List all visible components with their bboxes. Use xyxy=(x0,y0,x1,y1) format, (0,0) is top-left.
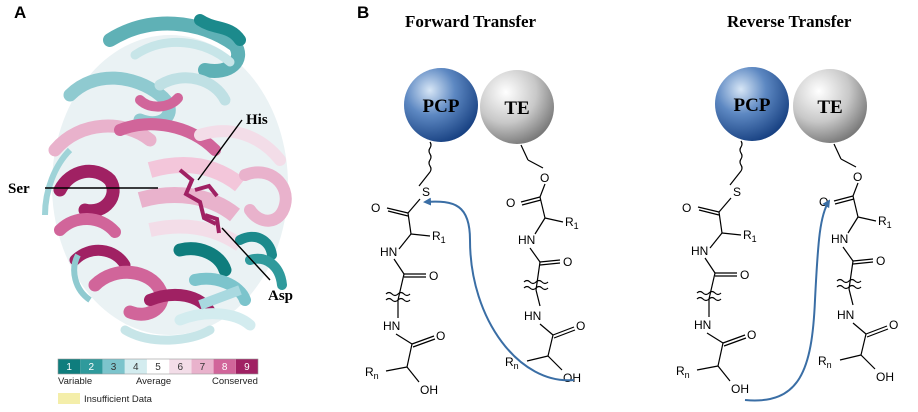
svg-text:R1: R1 xyxy=(743,228,757,244)
svg-text:O: O xyxy=(747,328,756,342)
te-domain-forward xyxy=(480,70,554,144)
legend-bin-number: 5 xyxy=(155,362,161,373)
svg-text:O: O xyxy=(889,318,898,332)
legend-bin-number: 7 xyxy=(200,362,206,373)
svg-text:Rn: Rn xyxy=(676,364,690,380)
svg-text:O: O xyxy=(540,171,549,185)
svg-text:O: O xyxy=(436,329,445,343)
legend-swatch xyxy=(146,359,170,374)
legend-swatch xyxy=(235,359,258,374)
te-label-forward: TE xyxy=(504,98,529,119)
legend-swatch xyxy=(191,359,214,374)
legend-bin-number: 6 xyxy=(177,362,183,373)
svg-text:HN: HN xyxy=(518,233,535,247)
insufficient-data-swatch xyxy=(58,393,80,404)
svg-text:Rn: Rn xyxy=(365,365,379,381)
pcp-label-forward: PCP xyxy=(423,96,460,117)
legend-swatch xyxy=(102,359,125,374)
svg-text:HN: HN xyxy=(380,245,397,259)
legend-insufficient: Insufficient Data xyxy=(84,394,153,405)
legend-swatch xyxy=(58,359,81,374)
legend-swatch xyxy=(80,359,103,374)
svg-text:O: O xyxy=(853,170,862,184)
svg-text:HN: HN xyxy=(524,309,541,323)
svg-text:R1: R1 xyxy=(878,214,892,230)
protein-structure xyxy=(42,14,292,345)
te-bound-peptide-forward: O O R1 HN O HN O Rn OH xyxy=(505,144,585,385)
svg-text:O: O xyxy=(876,254,885,268)
legend-bin-number: 4 xyxy=(133,362,139,373)
svg-text:O: O xyxy=(576,319,585,333)
ser-label: Ser xyxy=(8,181,30,197)
forward-transfer-arrow xyxy=(423,197,575,382)
panel-a-label: A xyxy=(14,3,27,22)
svg-text:R1: R1 xyxy=(565,215,579,231)
svg-text:S: S xyxy=(422,185,430,199)
svg-text:O: O xyxy=(429,269,438,283)
pcp-domain-forward xyxy=(404,68,478,142)
svg-text:O: O xyxy=(682,201,691,215)
svg-text:HN: HN xyxy=(694,318,711,332)
svg-text:O: O xyxy=(506,196,515,210)
svg-text:S: S xyxy=(733,185,741,199)
svg-text:O: O xyxy=(563,255,572,269)
svg-text:OH: OH xyxy=(876,370,894,384)
pcp-bound-peptide-forward: S O R1 HN O HN O Rn OH xyxy=(365,141,446,397)
svg-text:HN: HN xyxy=(383,319,400,333)
te-label-reverse: TE xyxy=(817,97,842,118)
svg-text:OH: OH xyxy=(563,371,581,385)
svg-text:O: O xyxy=(740,268,749,282)
svg-text:O: O xyxy=(371,201,380,215)
te-bound-peptide-reverse: O O R1 HN O HN O Rn OH xyxy=(818,143,898,384)
legend-swatch xyxy=(124,359,147,374)
svg-text:HN: HN xyxy=(837,308,854,322)
pcp-bound-peptide-reverse: S O R1 HN O HN O Rn OH xyxy=(676,140,757,396)
svg-text:OH: OH xyxy=(420,383,438,397)
asp-label: Asp xyxy=(268,288,293,304)
conservation-legend: Variable Average Conserved Insufficient … xyxy=(57,358,259,405)
te-domain-reverse xyxy=(793,69,867,143)
pcp-label-reverse: PCP xyxy=(734,95,771,116)
asp-callout: Asp xyxy=(221,227,293,304)
legend-average: Average xyxy=(136,376,171,387)
legend-bin-number: 2 xyxy=(89,362,95,373)
ser-callout: Ser xyxy=(8,181,158,197)
reverse-transfer-title: Reverse Transfer xyxy=(727,12,852,31)
legend-bin-number: 8 xyxy=(222,362,228,373)
pcp-domain-reverse xyxy=(715,67,789,141)
svg-text:HN: HN xyxy=(691,244,708,258)
his-label: His xyxy=(246,112,268,128)
legend-bin-number: 3 xyxy=(111,362,117,373)
legend-bin-number: 1 xyxy=(66,362,72,373)
forward-transfer-title: Forward Transfer xyxy=(405,12,537,31)
svg-text:HN: HN xyxy=(831,232,848,246)
svg-text:R1: R1 xyxy=(432,229,446,245)
legend-conserved: Conserved xyxy=(212,376,258,387)
his-callout: His xyxy=(197,112,268,181)
legend-variable: Variable xyxy=(58,376,92,387)
legend-swatch xyxy=(169,359,192,374)
legend-bin-number: 9 xyxy=(244,362,250,373)
legend-swatch xyxy=(213,359,236,374)
svg-text:Rn: Rn xyxy=(818,354,832,370)
reverse-transfer-arrow xyxy=(744,199,831,402)
panel-b-label: B xyxy=(357,3,370,22)
svg-text:OH: OH xyxy=(731,382,749,396)
